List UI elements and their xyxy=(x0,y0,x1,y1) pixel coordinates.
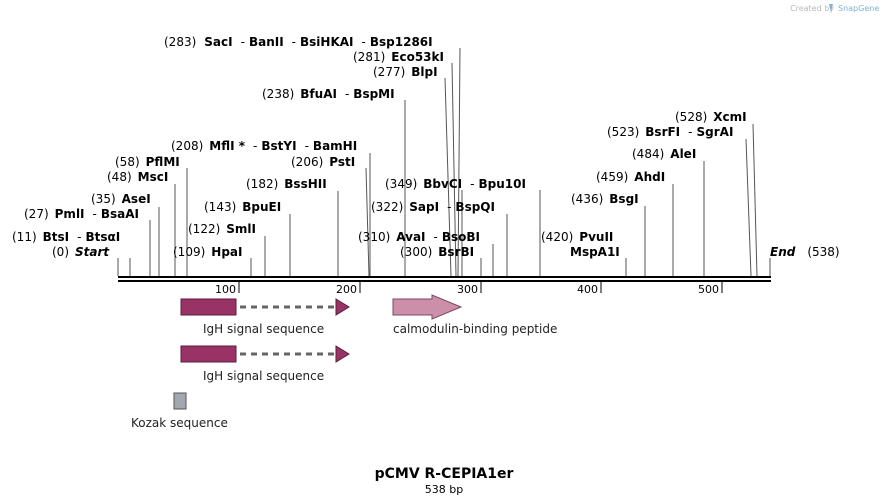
feature-kozak-sequence: Kozak sequence xyxy=(131,392,228,430)
feature-igh-signal-sequence-2: IgH signal sequence xyxy=(180,345,350,383)
tick-label-100: 100 xyxy=(215,283,236,296)
site-label-420: (420)PvuII xyxy=(541,230,613,244)
sequence-backbone xyxy=(118,276,771,282)
site-label-459: (459)AhdI xyxy=(596,170,665,184)
site-label-208: (208)MflI *-BstYI-BamHI xyxy=(171,139,357,153)
feature-igh-signal-sequence-1: IgH signal sequence xyxy=(180,298,350,336)
tick-label-500: 500 xyxy=(698,283,719,296)
site-line-blpi xyxy=(444,77,452,277)
feature-label: Kozak sequence xyxy=(131,416,228,430)
site-line-bsrfi xyxy=(745,138,752,277)
site-label-11: (11)BtsI-BtsαI xyxy=(12,230,120,244)
site-label-528: (528)XcmI xyxy=(675,110,747,124)
snapgene-branding: Created by SnapGene xyxy=(790,4,879,13)
map-length: 538 bp xyxy=(425,483,463,496)
site-label-484: (484)AleI xyxy=(632,147,696,161)
map-title: pCMV R-CEPIA1er xyxy=(375,466,514,482)
site-label-27: (27)PmlI-BsaAI xyxy=(24,207,139,221)
feature-label: calmodulin-binding peptide xyxy=(393,322,557,336)
site-label-436: (436)BsgI xyxy=(571,192,639,206)
site-label-277: (277)BlpI xyxy=(373,65,438,79)
feature-calmodulin-binding-peptide: calmodulin-binding peptide xyxy=(392,294,557,336)
site-label-322: (322)SapI-BspQI xyxy=(371,200,495,214)
site-label-143: (143)BpuEI xyxy=(204,200,281,214)
branding-name: SnapGene xyxy=(838,4,879,13)
tick-label-300: 300 xyxy=(457,283,478,296)
tick-label-400: 400 xyxy=(577,283,598,296)
feature-label: IgH signal sequence xyxy=(203,369,324,383)
site-label-283: (283)SacI-BanII-BsiHKAI-Bsp1286I xyxy=(164,35,433,49)
site-label-238: (238)BfuAI-BspMI xyxy=(262,87,395,101)
branding-prefix: Created by xyxy=(790,4,834,13)
site-label-349: (349)BbvCI-Bpu10I xyxy=(385,177,526,191)
site-label-206: (206)PstI xyxy=(291,155,355,169)
site-labels: (283)SacI-BanII-BsiHKAI-Bsp1286I (281)Ec… xyxy=(12,35,840,259)
site-label-58: (58)PflMI xyxy=(115,155,180,169)
site-line-psti xyxy=(365,167,370,277)
ruler: 100 200 300 400 500 xyxy=(215,281,723,296)
site-label-182: (182)BssHII xyxy=(246,177,327,191)
site-line-saci xyxy=(457,47,461,277)
site-label-310: (310)AvaI-BsoBI xyxy=(358,230,480,244)
site-label-300: (300)BsrBI xyxy=(400,245,474,259)
site-line-xcmi xyxy=(752,123,758,277)
site-label-109: (109)HpaI xyxy=(173,245,242,259)
site-label-122: (122)SmlI xyxy=(188,222,256,236)
site-label-523: (523)BsrFI-SgrAI xyxy=(607,125,733,139)
tick-label-200: 200 xyxy=(336,283,357,296)
site-marker-lines xyxy=(117,47,771,277)
site-label-mspa1i: MspA1I xyxy=(570,245,620,259)
site-label-end: End(538) xyxy=(770,245,840,259)
feature-label: IgH signal sequence xyxy=(203,322,324,336)
site-label-48: (48)MscI xyxy=(107,170,168,184)
site-label-35: (35)AseI xyxy=(91,192,151,206)
site-label-start: (0)Start xyxy=(52,245,110,259)
site-line-eco53ki xyxy=(451,62,457,277)
snapgene-logo-icon xyxy=(829,4,833,12)
site-label-281: (281)Eco53kI xyxy=(353,50,444,64)
